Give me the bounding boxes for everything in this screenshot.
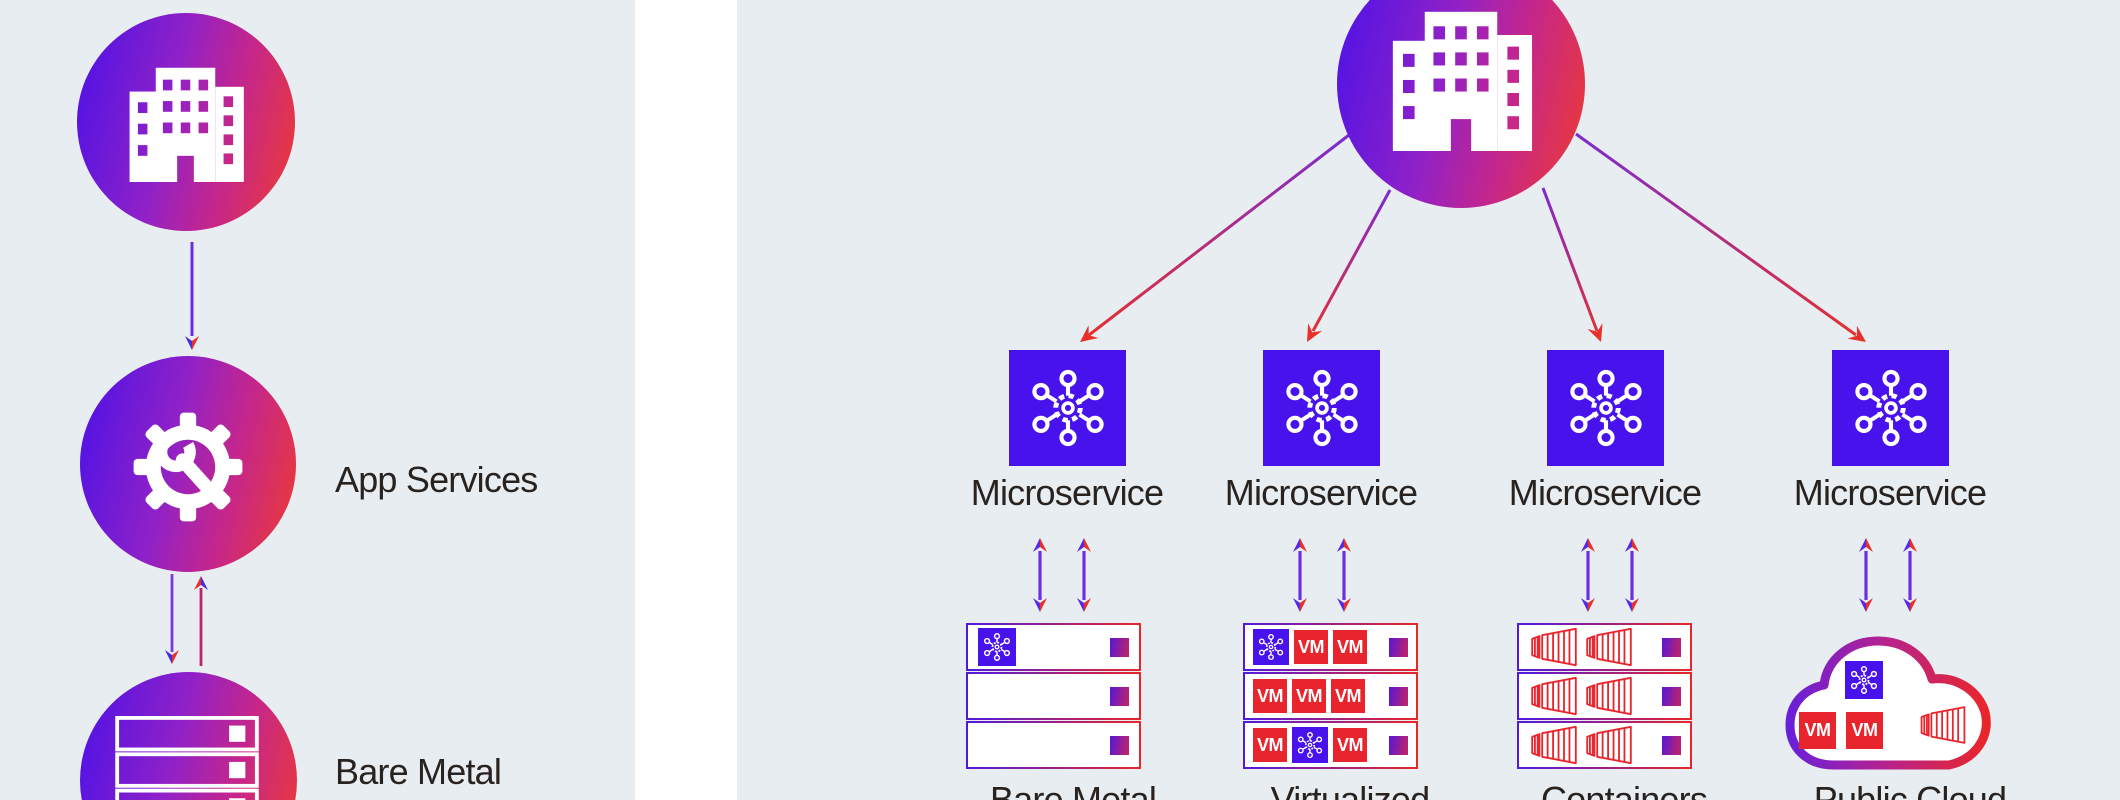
gradient-chip [1110,686,1129,706]
cloud-icon [1785,636,1991,770]
vm-chip: VM [1292,679,1326,713]
server-row [1517,623,1692,671]
container-icon [1528,725,1580,765]
container-icon [1528,676,1580,716]
vm-chip: VM [1333,630,1367,664]
bare-metal-stack [966,623,1141,770]
app-services-node [80,356,296,572]
server-row [966,672,1141,720]
vm-label: VM [1335,685,1362,706]
gradient-chip [1662,637,1681,657]
vm-chip: VM [1799,712,1836,749]
network-hub-icon [1027,367,1109,449]
vm-chip: VM [1253,728,1287,762]
vm-chip: VM [1294,630,1328,664]
container-icon [1528,627,1580,667]
bare-metal-label: Bare Metal [335,751,502,792]
enterprise-node [77,13,295,231]
infra-label-containers: Containers [1540,779,1708,800]
server-row: VM VM [1243,721,1418,769]
gradient-chip [1389,735,1408,755]
enterprise-node-right [1337,0,1585,208]
gradient-chip [1110,735,1129,755]
network-hub-icon [1565,367,1647,449]
snowflake-service-icon [1253,629,1289,665]
microservice-square [1832,350,1949,466]
network-hub-icon [1850,367,1932,449]
building-icon [120,63,251,182]
vm-chip: VM [1333,728,1367,762]
server-row [966,721,1141,769]
server-rack-icon [115,716,259,800]
container-icon [1918,704,1968,746]
server-row: VM VM VM [1243,672,1418,720]
gradient-chip [1389,686,1408,706]
microservice-label: Microservice [1793,472,1987,513]
vm-label: VM [1298,636,1325,657]
vm-label: VM [1851,720,1879,740]
vm-label: VM [1337,636,1364,657]
vm-label: VM [1296,685,1323,706]
server-row [1517,672,1692,720]
infra-label-public-cloud: Public Cloud [1813,779,2007,800]
infra-label-virtualized: Virtualized [1270,779,1430,800]
microservice-square [1009,350,1126,466]
vm-chip: VM [1846,712,1883,749]
gradient-chip [1662,735,1681,755]
microservice-label: Microservice [1508,472,1702,513]
container-icon [1583,676,1635,716]
snowflake-service-icon [1845,661,1883,699]
gradient-chip [1662,686,1681,706]
vm-label: VM [1337,734,1364,755]
vm-label: VM [1257,685,1284,706]
server-row: VM VM [1243,623,1418,671]
server-row [966,623,1141,671]
microservice-label: Microservice [970,472,1164,513]
server-row [1517,721,1692,769]
containers-stack [1517,623,1692,770]
vm-chip: VM [1331,679,1365,713]
vm-chip: VM [1253,679,1287,713]
microservice-label: Microservice [1224,472,1418,513]
gradient-chip [1110,637,1129,657]
microservice-square [1263,350,1380,466]
gear-wrench-icon [120,399,256,535]
building-icon [1381,6,1541,151]
vm-label: VM [1257,734,1284,755]
infra-label-bare-metal: Bare Metal [989,779,1157,800]
virtualized-stack: VM VM VM VM VM VM VM [1243,623,1418,770]
vm-label: VM [1804,720,1832,740]
container-icon [1583,725,1635,765]
container-icon [1583,627,1635,667]
snowflake-service-icon [1292,727,1328,763]
app-services-label: App Services [335,459,538,500]
network-hub-icon [1281,367,1363,449]
gradient-chip [1389,637,1408,657]
snowflake-service-icon [978,628,1016,666]
microservice-square [1547,350,1664,466]
